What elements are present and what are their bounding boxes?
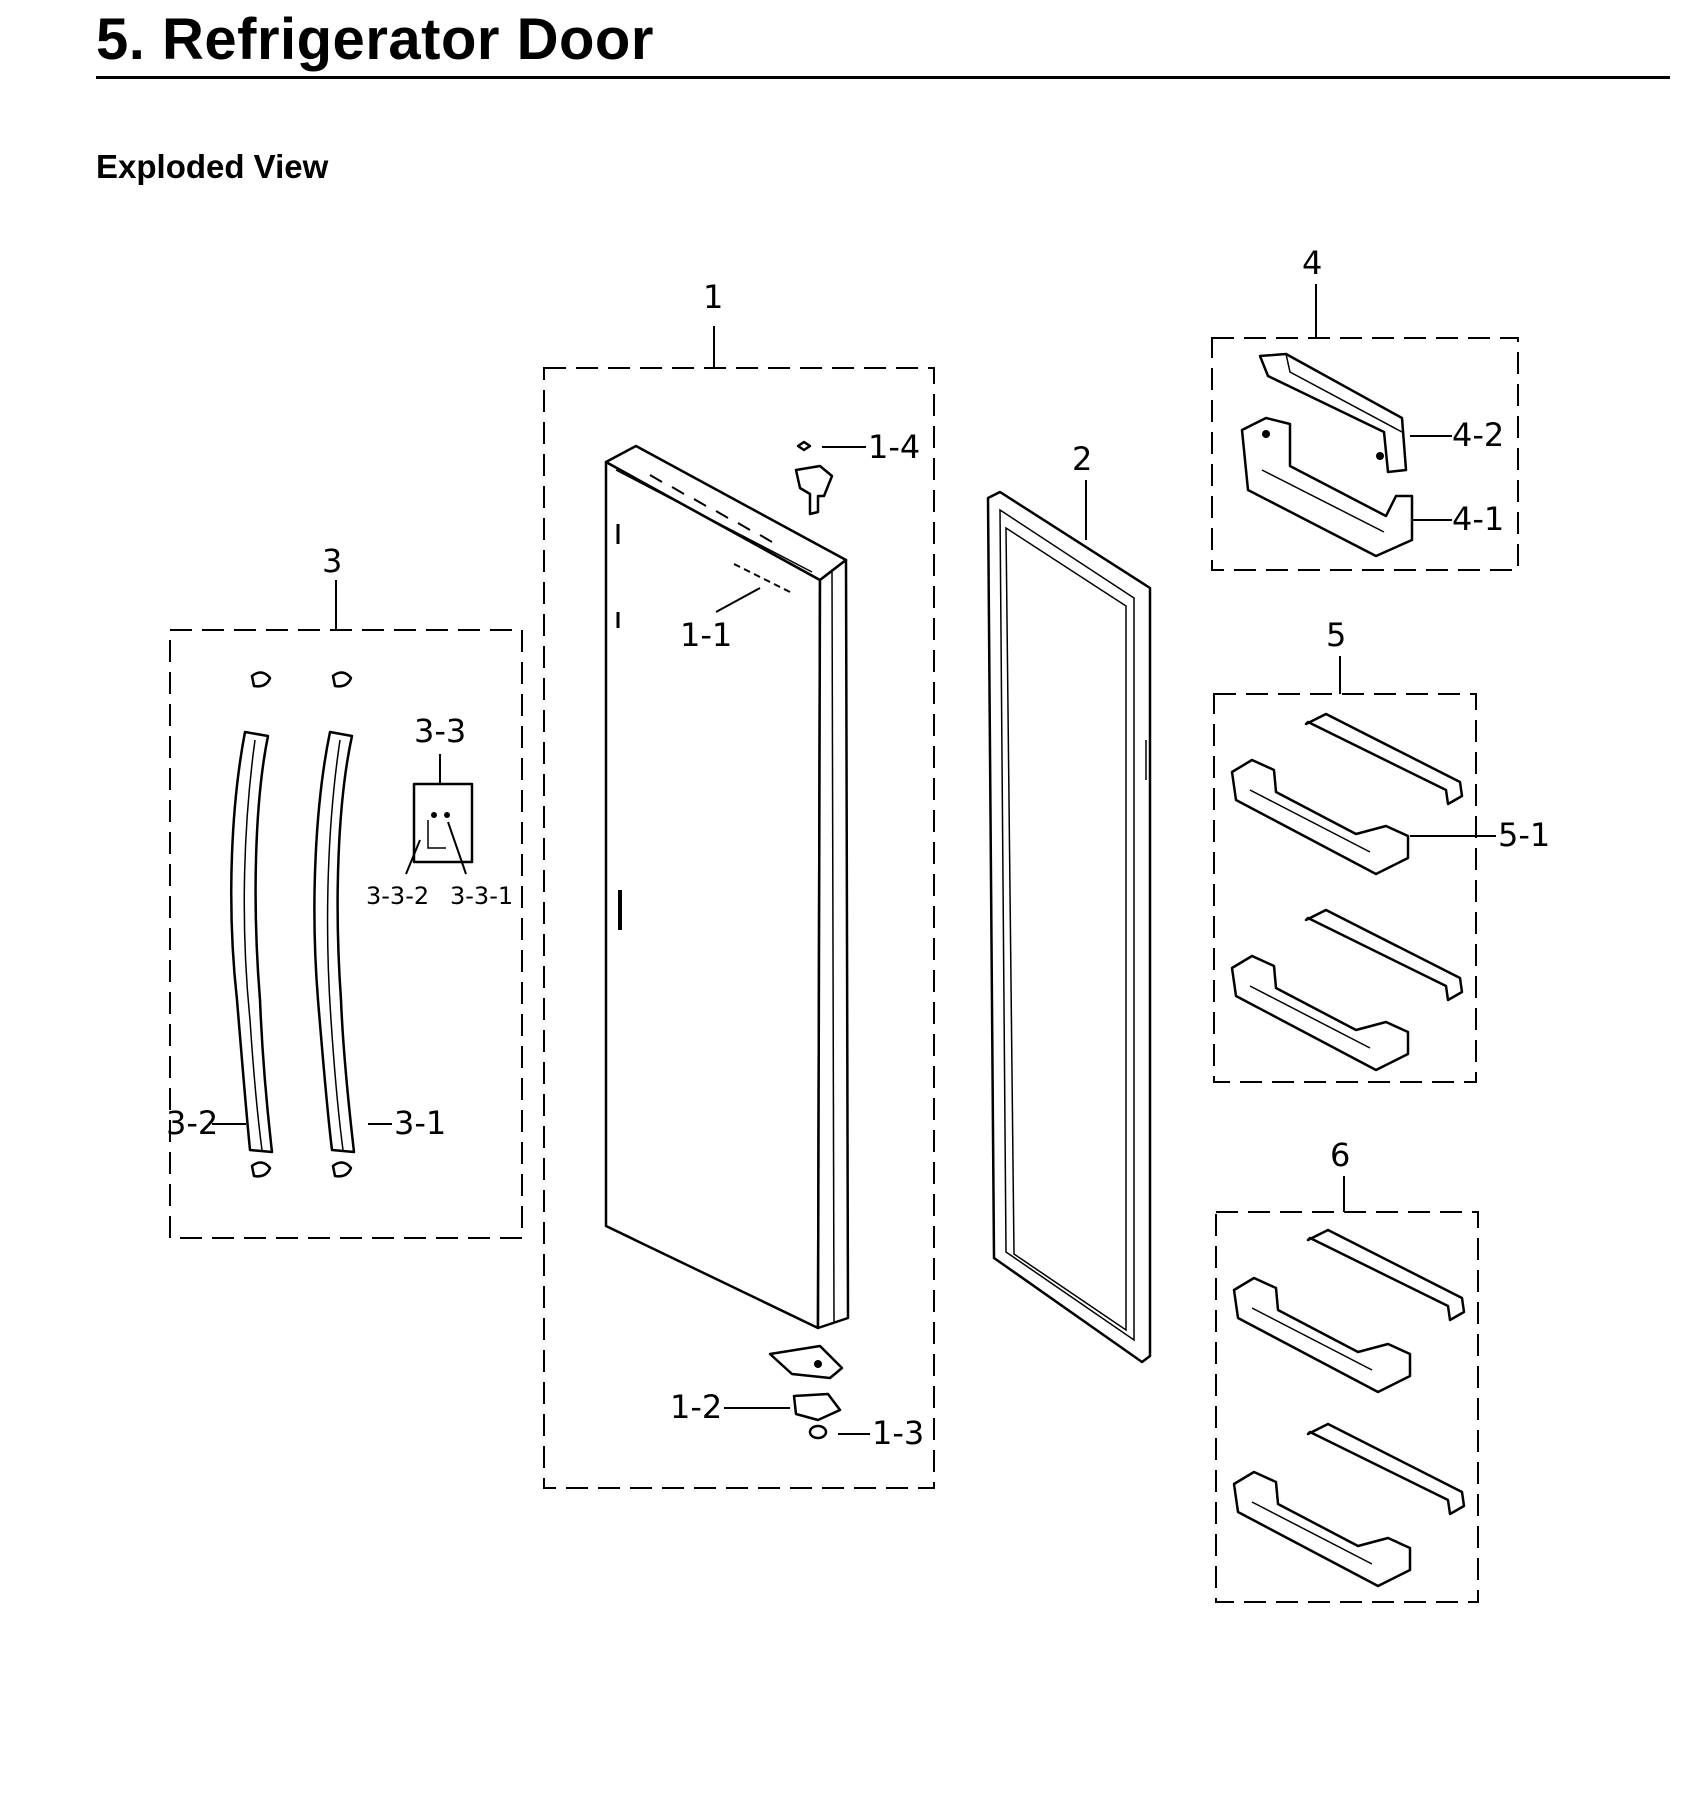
- hinge-pin-part: 1-3: [808, 1414, 924, 1452]
- lower-guard-boundary: [1215, 1211, 1479, 1603]
- callout-1-3: 1-3: [872, 1414, 924, 1452]
- guard-upper-bin-part: [1240, 416, 1414, 558]
- guard-mid-bin-bottom-part: [1230, 908, 1464, 1072]
- guard-lower-bin-top-part: [1232, 1228, 1466, 1394]
- gasket-group: 2: [986, 440, 1152, 1364]
- callout-2: 2: [1072, 440, 1092, 478]
- door-panel-part: [604, 444, 850, 1330]
- door-gasket-part: [986, 490, 1152, 1364]
- lower-guard-group: 6: [1215, 1136, 1479, 1603]
- door-assembly-boundary: [543, 367, 935, 1489]
- handle-left-top-cap: [250, 671, 272, 688]
- callout-1-2: 1-2: [670, 1388, 722, 1426]
- door-top-cap-part: 1-1: [680, 563, 791, 654]
- title-rule: [96, 76, 1670, 79]
- callout-6: 6: [1330, 1136, 1350, 1174]
- handle-left-part: [230, 671, 274, 1178]
- guard-lower-bin-bottom-part: [1232, 1422, 1466, 1588]
- callout-1: 1: [703, 278, 723, 316]
- section-subtitle: Exploded View: [96, 148, 329, 185]
- callout-4-1: 4-1: [1452, 500, 1504, 538]
- callout-3: 3: [322, 542, 342, 580]
- callout-1-1: 1-1: [680, 616, 732, 654]
- callout-3-2: 3-2: [166, 1104, 218, 1142]
- handle-right-bottom-cap: [331, 1161, 353, 1178]
- upper-guard-boundary: [1211, 337, 1519, 571]
- guard-upper-cover-part: [1258, 352, 1408, 474]
- callout-4-2: 4-2: [1452, 416, 1504, 454]
- callout-5-1: 5-1: [1498, 816, 1550, 854]
- handle-right-part: [313, 671, 356, 1178]
- guard-mid-bin-top-part: [1230, 712, 1464, 876]
- upper-guard-group: 4 4-2 4-1: [1211, 244, 1519, 571]
- handle-cap-part: 3-3 3-3-2 3-3-1: [366, 712, 513, 910]
- callout-5: 5: [1326, 616, 1346, 654]
- hinge-lower-part: 1-2: [670, 1344, 844, 1426]
- middle-guard-boundary: [1213, 693, 1477, 1083]
- handle-assembly-boundary: [169, 629, 523, 1239]
- handle-assembly-group: 3 3-3 3-3-2 3-3-1: [166, 542, 523, 1239]
- handle-left-bottom-cap: [250, 1161, 272, 1178]
- callout-1-4: 1-4: [868, 428, 920, 466]
- handle-right-top-cap: [331, 671, 353, 688]
- hinge-upper-part: 1-4: [794, 428, 920, 516]
- callout-4: 4: [1302, 244, 1322, 282]
- callout-3-3: 3-3: [414, 712, 466, 750]
- callout-3-1: 3-1: [394, 1104, 446, 1142]
- callout-3-3-2: 3-3-2: [366, 882, 429, 910]
- middle-guard-group: 5 5-1: [1213, 616, 1550, 1083]
- door-assembly-group: 1: [543, 278, 935, 1489]
- page-title: 5. Refrigerator Door: [96, 7, 654, 72]
- callout-3-3-1: 3-3-1: [450, 882, 513, 910]
